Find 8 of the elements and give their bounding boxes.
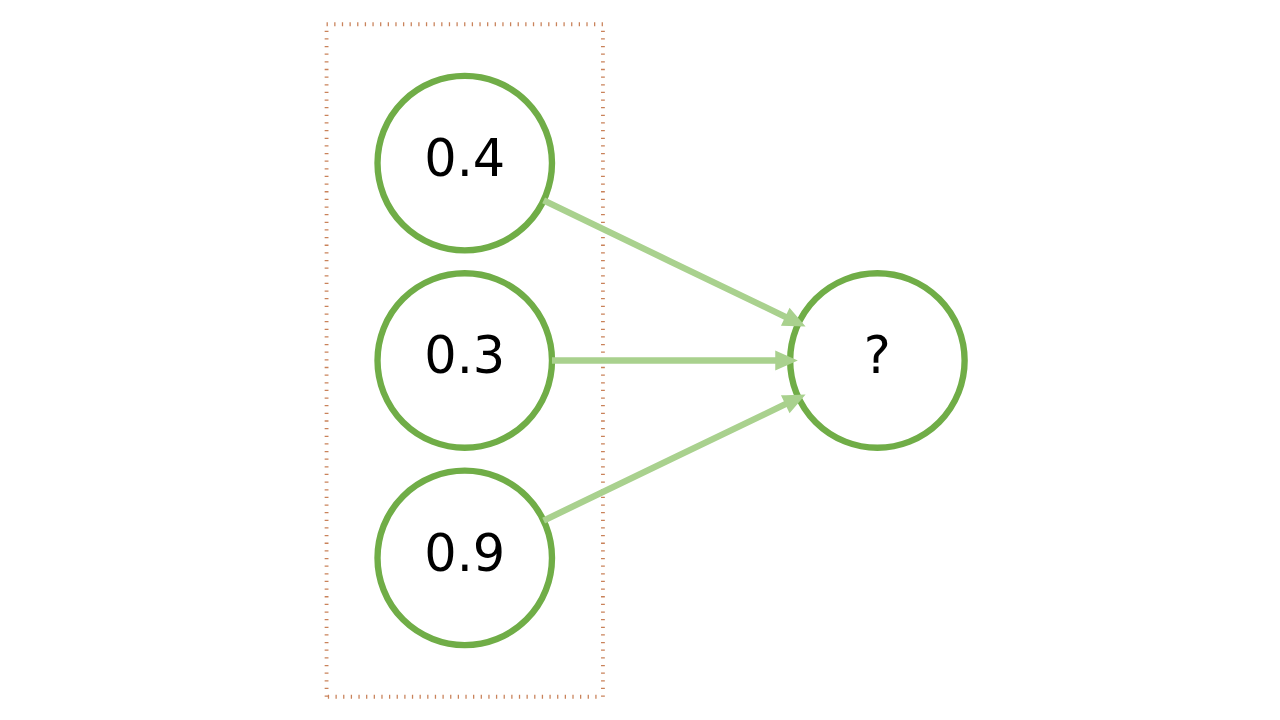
arrow [541, 393, 806, 523]
node-circle: 0.9 [373, 466, 555, 648]
arrow [551, 350, 798, 370]
node-circle: 0.3 [373, 269, 555, 451]
cluster [324, 21, 605, 699]
node-circle: ? [786, 269, 968, 451]
node-circle: 0.4 [373, 72, 555, 254]
arrow [541, 197, 806, 327]
